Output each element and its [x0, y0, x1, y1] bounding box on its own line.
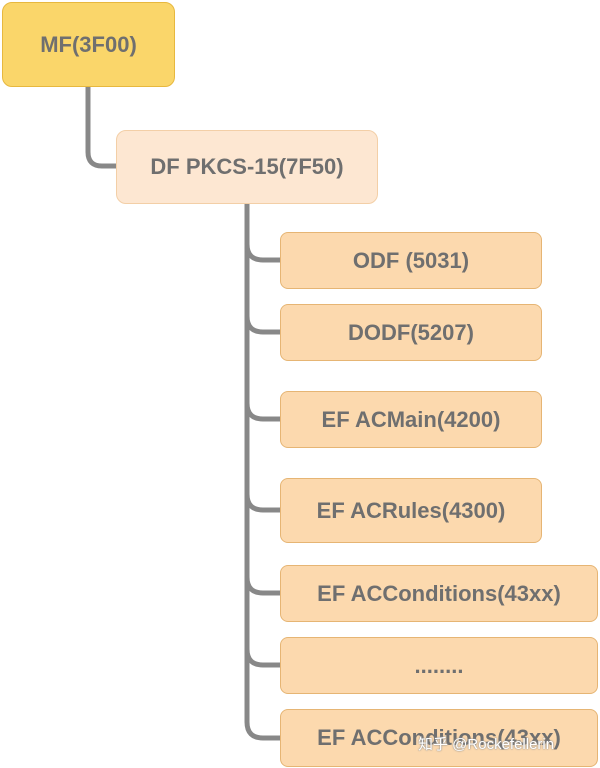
child-connector-6 — [244, 646, 283, 668]
mf-root-node: MF(3F00) — [2, 2, 175, 87]
root-to-df-connector — [85, 84, 119, 169]
df-trunk-connector — [244, 201, 283, 741]
child-connector-4 — [244, 491, 283, 513]
child-connector-1 — [244, 241, 283, 263]
dodf-node: DODF(5207) — [280, 304, 542, 361]
df-pkcs15-node: DF PKCS-15(7F50) — [116, 130, 378, 204]
odf-node: ODF (5031) — [280, 232, 542, 289]
ef-acconditions-node-2: EF ACConditions(43xx) — [280, 709, 598, 767]
ellipsis-node: ........ — [280, 637, 598, 694]
watermark-text: 知乎 @Rockefellerin — [418, 736, 555, 753]
child-connector-3 — [244, 400, 283, 422]
ef-acrules-node: EF ACRules(4300) — [280, 478, 542, 543]
ef-acconditions-node-1: EF ACConditions(43xx) — [280, 565, 598, 622]
ef-acmain-node: EF ACMain(4200) — [280, 391, 542, 448]
child-connector-5 — [244, 574, 283, 596]
child-connector-2 — [244, 313, 283, 335]
